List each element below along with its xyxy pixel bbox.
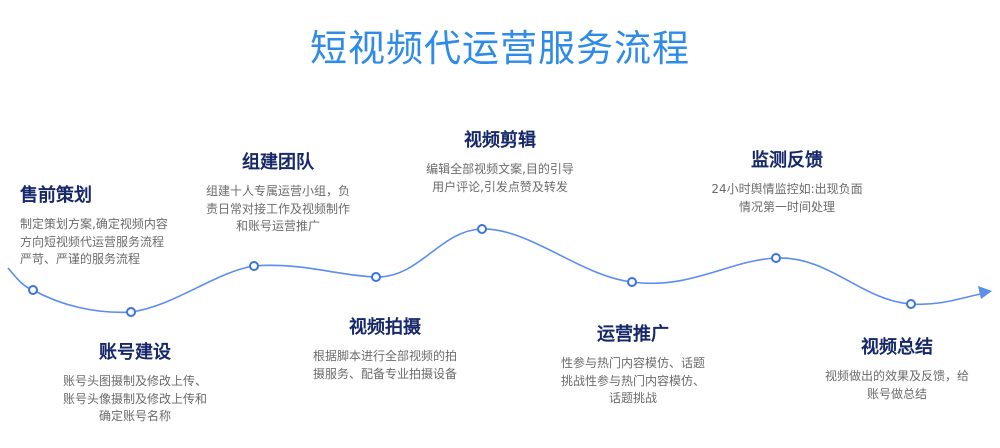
step-video-editing: 视频剪辑 编辑全部视频文案,目的引导用户评论,引发点赞及转发 xyxy=(426,126,574,196)
step-desc-line: 责日常对接工作及视频制作 xyxy=(205,201,351,216)
node-5 xyxy=(477,224,487,234)
step-video-summary: 视频总结 视频做出的效果及反馈，给账号做总结 xyxy=(825,333,969,403)
step-desc-line: 挑战性参与热门内容模仿、 xyxy=(560,373,706,388)
step-desc-line: 用户评论,引发点赞及转发 xyxy=(432,179,568,194)
step-desc-line: 确定账号名称 xyxy=(98,409,172,423)
node-2 xyxy=(126,307,136,317)
step-desc-line: 话题挑战 xyxy=(608,391,658,405)
curve-line xyxy=(7,228,986,314)
step-desc-line: 视频做出的效果及反馈，给 xyxy=(824,369,970,383)
step-title: 视频拍摄 xyxy=(348,317,421,338)
step-desc-line: 账号头图摄制及修改上传、 xyxy=(62,374,208,388)
node-8 xyxy=(906,299,916,309)
step-title: 账号建设 xyxy=(98,342,171,363)
step-title: 视频总结 xyxy=(860,337,933,358)
step-desc-line: 编辑全部视频文案,目的引导 xyxy=(426,162,574,176)
step-video-shooting: 视频拍摄 根据脚本进行全部视频的拍摄服务、配备专业拍摄设备 xyxy=(313,313,457,383)
node-1 xyxy=(28,285,38,295)
page-title: 短视频代运营服务流程 xyxy=(310,27,690,70)
step-presales-planning: 售前策划 制定策划方案,确定视频内容方向短视频代运营服务流程严苛、严谨的服务流程 xyxy=(20,181,168,269)
step-desc-line: 24小时舆情监控如:出现负面 xyxy=(711,182,863,196)
step-team-building: 组建团队 组建十人专属运营小组，负责日常对接工作及视频制作和账号运营推广 xyxy=(206,148,350,236)
step-account-setup: 账号建设 账号头图摄制及修改上传、账号头像摄制及修改上传和确定账号名称 xyxy=(63,338,207,426)
step-title: 监测反馈 xyxy=(750,150,823,171)
step-desc-line: 制定策划方案,确定视频内容 xyxy=(20,217,168,231)
step-desc-line: 账号做总结 xyxy=(866,386,928,401)
step-desc-line: 根据脚本进行全部视频的拍 xyxy=(312,349,458,363)
step-desc-line: 组建十人专属运营小组，负 xyxy=(205,184,351,198)
step-monitoring-feedback: 监测反馈 24小时舆情监控如:出现负面情况第一时间处理 xyxy=(711,146,862,216)
step-operation-promotion: 运营推广 性参与热门内容模仿、话题挑战性参与热门内容模仿、话题挑战 xyxy=(561,320,705,408)
node-4 xyxy=(371,272,381,282)
step-title: 视频剪辑 xyxy=(463,130,536,151)
step-title: 组建团队 xyxy=(241,152,314,173)
step-desc-line: 方向短视频代运营服务流程 xyxy=(20,234,165,249)
step-desc-line: 摄服务、配备专业拍摄设备 xyxy=(312,366,458,381)
arrow-head-icon xyxy=(978,286,992,299)
step-title: 售前策划 xyxy=(20,185,92,206)
step-desc-line: 情况第一时间处理 xyxy=(738,199,836,214)
step-desc-line: 和账号运营推广 xyxy=(235,219,321,233)
step-title: 运营推广 xyxy=(596,324,669,345)
step-desc-line: 性参与热门内容模仿、话题 xyxy=(560,356,706,370)
node-3 xyxy=(249,261,259,271)
node-7 xyxy=(771,253,781,263)
step-desc-line: 严苛、严谨的服务流程 xyxy=(20,252,141,266)
step-desc-line: 账号头像摄制及修改上传和 xyxy=(62,391,208,406)
node-6 xyxy=(627,277,637,287)
